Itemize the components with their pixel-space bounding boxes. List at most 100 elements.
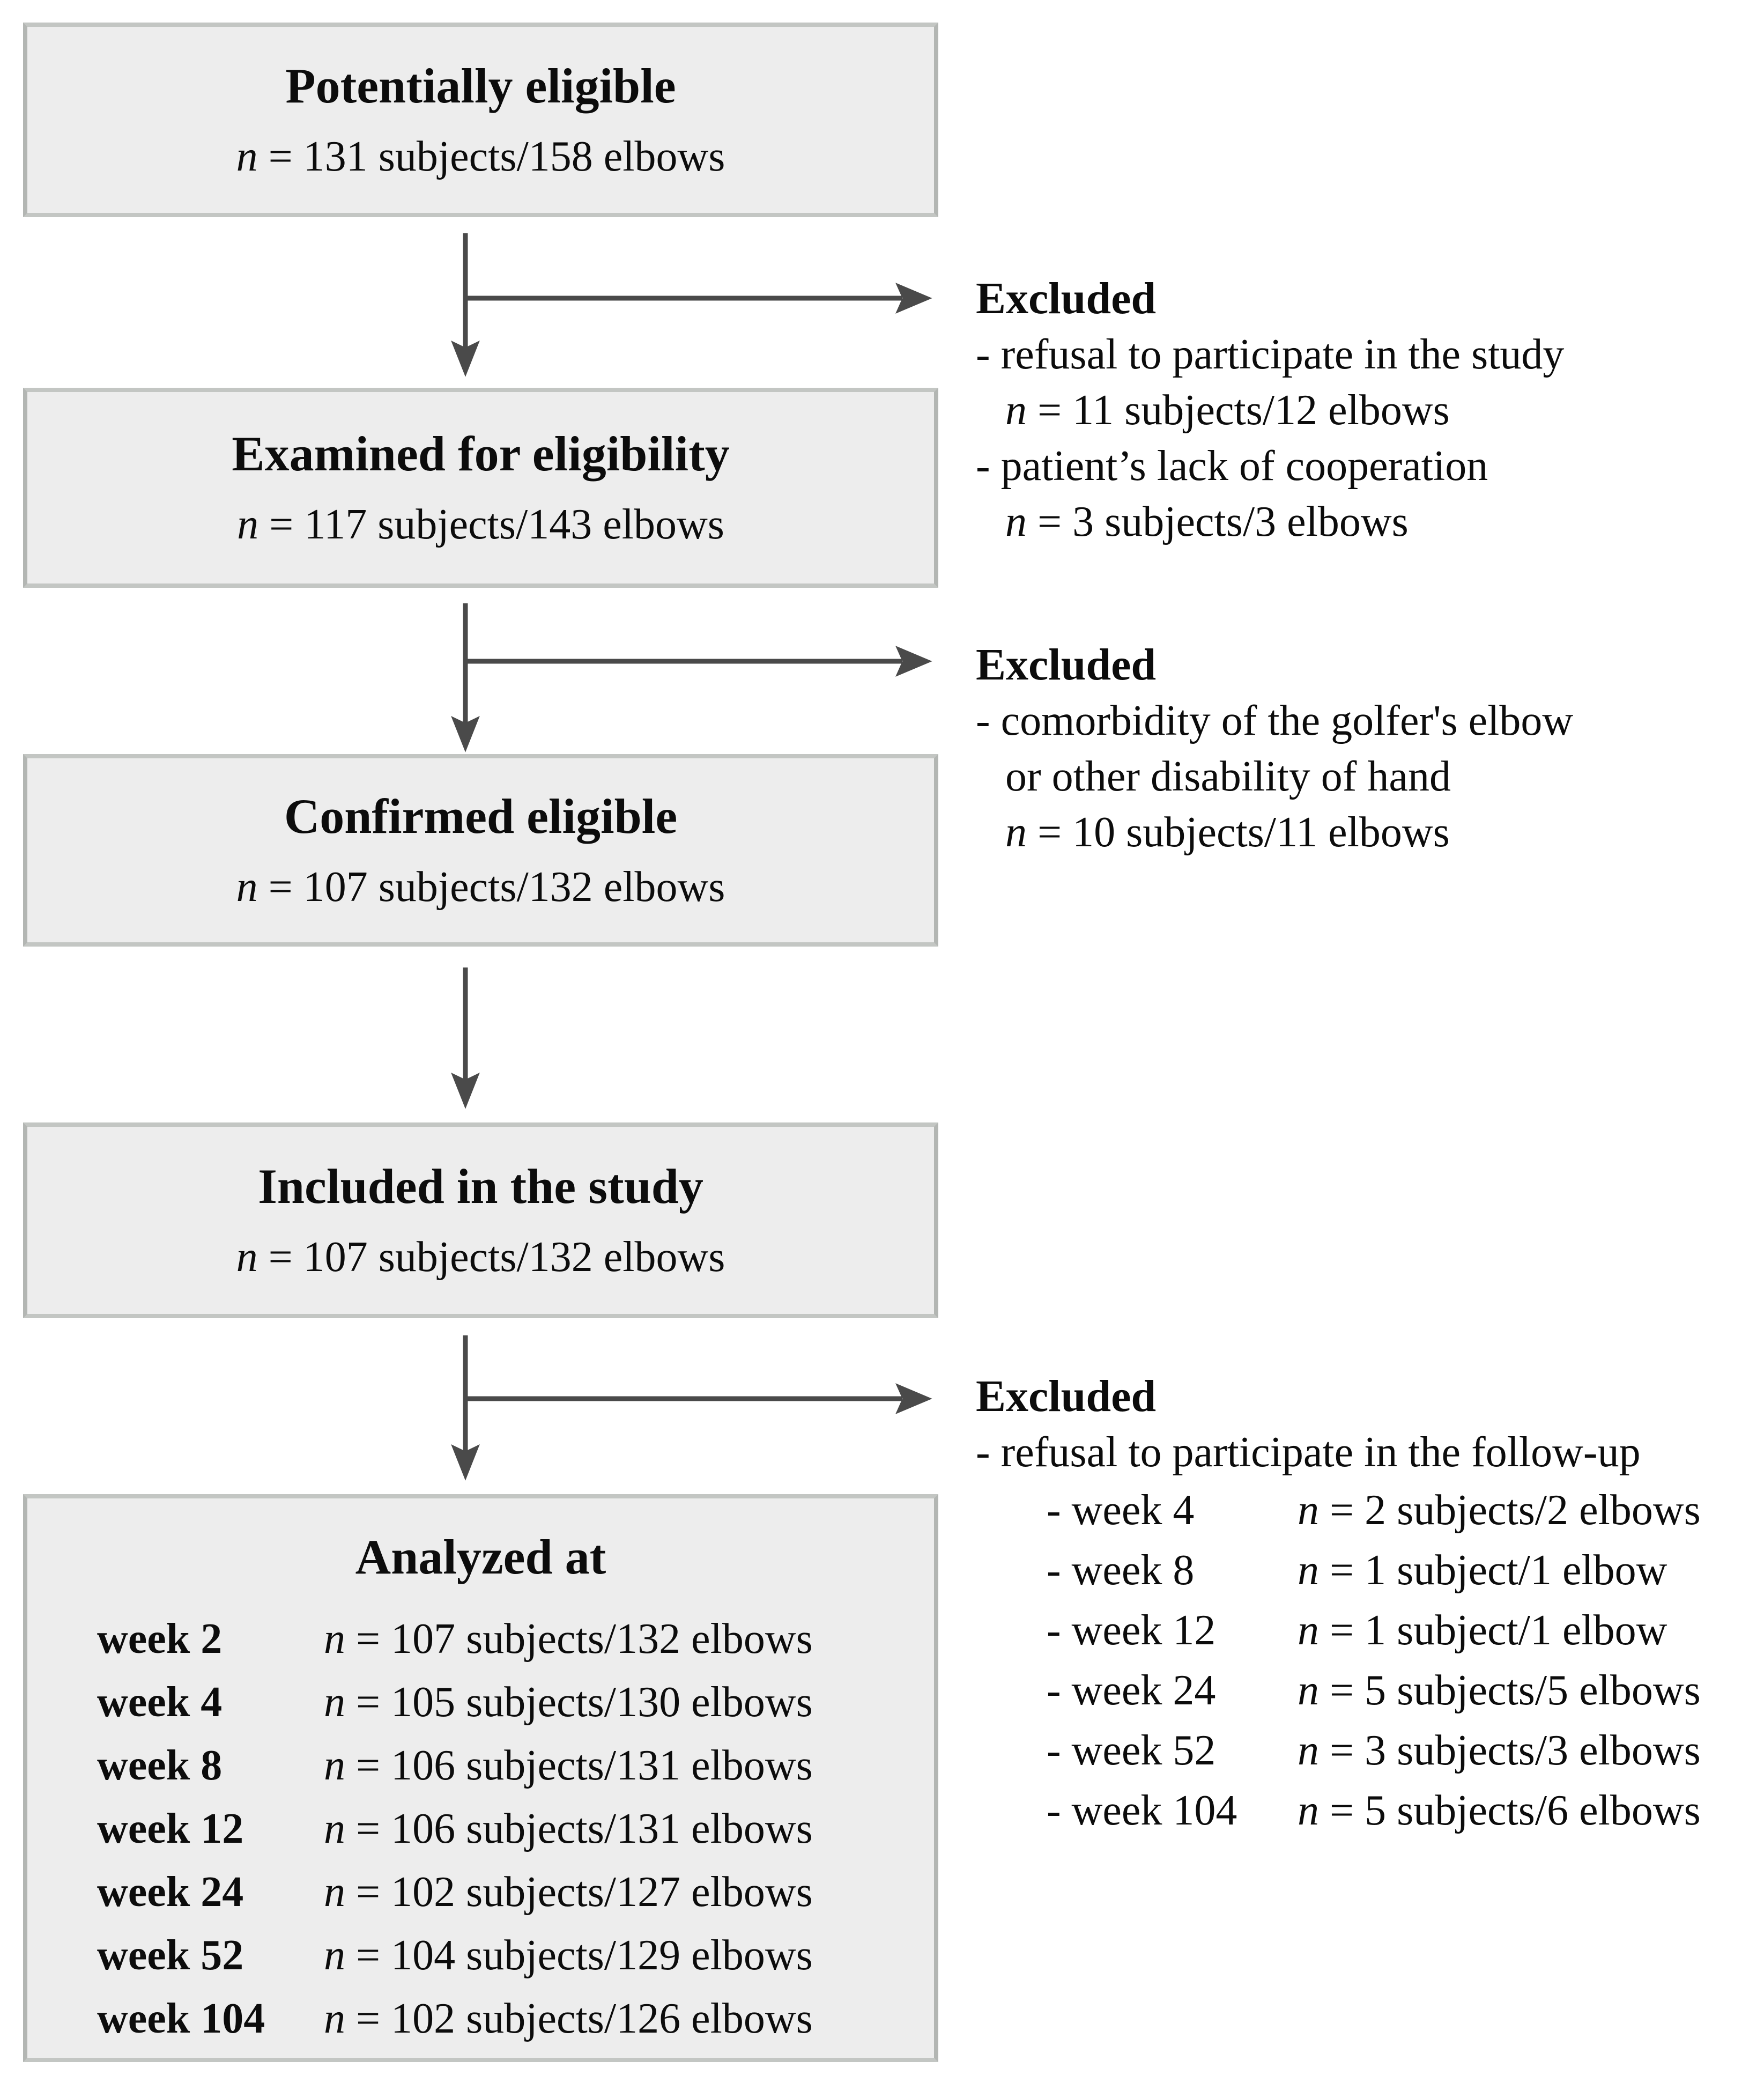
count-text: = 5 subjects/5 elbows <box>1330 1667 1701 1714</box>
reason-text: comorbidity of the golfer's elbow <box>1000 697 1574 744</box>
excluded-week-row: - week 12 n = 1 subject/1 elbow <box>976 1600 1761 1660</box>
flow-box-examined-for-eligibility: Examined for eligibility n = 117 subject… <box>23 388 938 588</box>
week-label: - week 4 <box>1047 1480 1298 1540</box>
week-count: n = 1 subject/1 elbow <box>1298 1600 1667 1660</box>
box-count: n = 107 subjects/132 elbows <box>236 863 725 912</box>
count-text: = 105 subjects/130 elbows <box>356 1678 813 1726</box>
week-count: n = 1 subject/1 elbow <box>1298 1540 1667 1600</box>
excluded-reason: - patient’s lack of cooperation <box>976 438 1761 494</box>
count-text: = 5 subjects/6 elbows <box>1330 1787 1701 1834</box>
arrow-head-down-icon <box>451 340 480 377</box>
count-text: = 2 subjects/2 elbows <box>1330 1487 1701 1534</box>
count-text: = 106 subjects/131 elbows <box>356 1741 813 1789</box>
count-text: = 104 subjects/129 elbows <box>356 1931 813 1979</box>
week-label: - week 12 <box>1047 1600 1298 1660</box>
n-symbol: n <box>1298 1607 1319 1654</box>
n-symbol: n <box>324 1995 345 2042</box>
box-title: Analyzed at <box>355 1530 606 1584</box>
count-text: = 10 subjects/11 elbows <box>1037 809 1450 856</box>
excluded-reason: - comorbidity of the golfer's elbow <box>976 693 1761 749</box>
arrow-head-right-icon <box>895 283 932 314</box>
count-text: = 3 subjects/3 elbows <box>1037 498 1409 545</box>
n-symbol: n <box>324 1678 345 1726</box>
analyzed-row: week 4 n = 105 subjects/130 elbows <box>27 1671 934 1734</box>
excluded-block-2: Excluded - comorbidity of the golfer's e… <box>976 637 1761 860</box>
n-symbol: n <box>236 1233 258 1281</box>
excluded-week-row: - week 104 n = 5 subjects/6 elbows <box>976 1781 1761 1841</box>
arrow-head-down-icon <box>451 715 480 752</box>
reason-text: refusal to participate in the study <box>1000 331 1565 378</box>
week-text: week 4 <box>1071 1487 1195 1534</box>
week-text: week 52 <box>1071 1727 1216 1774</box>
arrow-down-2 <box>451 603 480 752</box>
excluded-count: n = 10 subjects/11 elbows <box>976 804 1761 860</box>
week-count: n = 106 subjects/131 elbows <box>324 1741 813 1790</box>
n-symbol: n <box>236 132 258 180</box>
arrow-head-right-icon <box>895 1383 932 1414</box>
count-text: = 131 subjects/158 elbows <box>268 132 725 180</box>
n-symbol: n <box>324 1741 345 1789</box>
week-label: - week 52 <box>1047 1720 1298 1781</box>
week-count: n = 104 subjects/129 elbows <box>324 1931 813 1980</box>
count-text: = 102 subjects/126 elbows <box>356 1995 813 2042</box>
count-text: = 107 subjects/132 elbows <box>268 1233 725 1281</box>
dash-bullet: - <box>1047 1607 1061 1654</box>
week-label: week 2 <box>97 1615 223 1663</box>
excluded-reason-continued: or other disability of hand <box>1005 753 1451 800</box>
excluded-reason: - refusal to participate in the study <box>976 327 1761 382</box>
week-label: week 52 <box>97 1931 244 1979</box>
analyzed-row: week 8 n = 106 subjects/131 elbows <box>27 1734 934 1797</box>
dash-bullet: - <box>1047 1667 1061 1714</box>
week-count: n = 5 subjects/5 elbows <box>1298 1660 1701 1720</box>
week-label: week 4 <box>97 1678 223 1726</box>
n-symbol: n <box>237 500 259 548</box>
analyzed-rows: week 2 n = 107 subjects/132 elbows week … <box>27 1607 934 2050</box>
excluded-reason: - refusal to participate in the follow-u… <box>976 1424 1761 1480</box>
excluded-count: n = 3 subjects/3 elbows <box>976 494 1761 550</box>
excluded-week-row: - week 52 n = 3 subjects/3 elbows <box>976 1720 1761 1781</box>
week-count: n = 107 subjects/132 elbows <box>324 1615 813 1664</box>
box-title: Potentially eligible <box>285 58 676 114</box>
arrow-head-down-icon <box>451 1072 480 1109</box>
box-count: n = 131 subjects/158 elbows <box>236 132 725 181</box>
n-symbol: n <box>1298 1787 1319 1834</box>
arrow-branch-excluded-2 <box>465 646 932 677</box>
flow-box-confirmed-eligible: Confirmed eligible n = 107 subjects/132 … <box>23 754 938 947</box>
week-label: - week 104 <box>1047 1781 1298 1841</box>
week-label: week 104 <box>97 1995 265 2042</box>
box-title: Confirmed eligible <box>284 789 678 844</box>
week-text: week 8 <box>1071 1547 1195 1594</box>
n-symbol: n <box>1005 498 1027 545</box>
dash-bullet: - <box>1047 1487 1061 1534</box>
dash-bullet: - <box>976 442 990 490</box>
box-count: n = 117 subjects/143 elbows <box>237 500 724 549</box>
n-symbol: n <box>324 1805 345 1852</box>
analyzed-row: week 104 n = 102 subjects/126 elbows <box>27 1987 934 2050</box>
week-text: week 24 <box>1071 1667 1216 1714</box>
n-symbol: n <box>1298 1487 1319 1534</box>
analyzed-row: week 2 n = 107 subjects/132 elbows <box>27 1607 934 1671</box>
dash-bullet: - <box>976 697 990 744</box>
arrow-head-right-icon <box>895 646 932 677</box>
analyzed-row: week 52 n = 104 subjects/129 elbows <box>27 1924 934 1987</box>
excluded-count: n = 11 subjects/12 elbows <box>976 382 1761 438</box>
week-label: - week 8 <box>1047 1540 1298 1600</box>
week-count: n = 3 subjects/3 elbows <box>1298 1720 1701 1781</box>
flow-box-analyzed-at: Analyzed at week 2 n = 107 subjects/132 … <box>23 1494 938 2062</box>
excluded-week-row: - week 8 n = 1 subject/1 elbow <box>976 1540 1761 1600</box>
dash-bullet: - <box>1047 1727 1061 1774</box>
reason-text: refusal to participate in the follow-up <box>1000 1429 1641 1476</box>
excluded-block-3: Excluded - refusal to participate in the… <box>976 1369 1761 1841</box>
week-text: week 104 <box>1071 1787 1237 1834</box>
excluded-block-1: Excluded - refusal to participate in the… <box>976 271 1761 550</box>
n-symbol: n <box>1005 809 1027 856</box>
count-text: = 102 subjects/127 elbows <box>356 1868 813 1916</box>
count-text: = 107 subjects/132 elbows <box>356 1615 813 1663</box>
flow-box-potentially-eligible: Potentially eligible n = 131 subjects/15… <box>23 23 938 217</box>
week-count: n = 2 subjects/2 elbows <box>1298 1480 1701 1540</box>
excluded-week-row: - week 4 n = 2 subjects/2 elbows <box>976 1480 1761 1540</box>
excluded-heading: Excluded <box>976 640 1157 690</box>
box-count: n = 107 subjects/132 elbows <box>236 1233 725 1282</box>
